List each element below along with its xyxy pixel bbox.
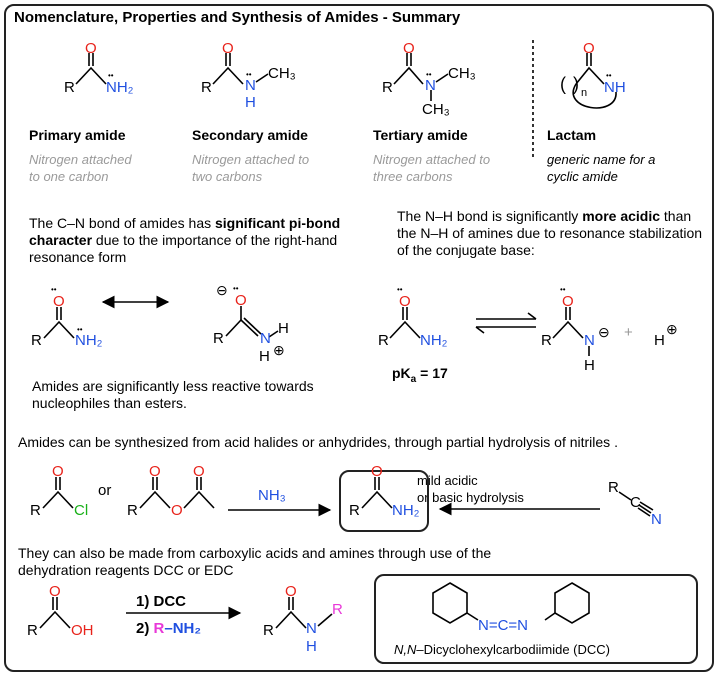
svg-text:H: H [245,94,256,111]
svg-text:2) R–NH₂: 2) R–NH₂ [136,620,201,637]
svg-text:N: N [584,332,595,349]
svg-text:O: O [583,40,595,57]
acidity-intro: The N–H bond is significantly more acidi… [397,208,703,258]
svg-text:O: O [85,40,97,57]
svg-text:CH₃: CH₃ [448,65,476,82]
svg-text:O: O [371,463,383,480]
svg-text:NH₃: NH₃ [258,487,286,504]
svg-text:n: n [581,87,587,99]
resonance-intro: The C–N bond of amides has significant p… [29,215,341,265]
dcc-box [374,574,698,664]
svg-text:O: O [235,292,247,309]
tertiary-amide-desc: Nitrogen attached to three carbons [373,152,491,184]
svg-text:NH: NH [604,79,626,96]
svg-text:H: H [584,357,595,374]
svg-text:OH: OH [71,622,94,639]
svg-text:O: O [52,463,64,480]
svg-text:••: •• [51,285,57,294]
secondary-amide-desc: Nitrogen attached to two carbons [192,152,310,184]
svg-text:NH₂: NH₂ [392,502,420,519]
svg-text:N: N [306,620,317,637]
lactam-desc: generic name for a cyclic amide [547,152,656,184]
page-title: Nomenclature, Properties and Synthesis o… [14,9,461,26]
svg-text:••: •• [606,71,612,80]
svg-text:NH₂: NH₂ [106,79,134,96]
svg-text:): ) [573,74,579,94]
svg-text:N=C=N: N=C=N [478,617,528,634]
svg-text:O: O [53,293,65,310]
svg-text:1) DCC: 1) DCC [136,593,186,610]
svg-text:H: H [654,332,665,349]
svg-text:O: O [222,40,234,57]
svg-text:R: R [332,601,343,618]
svg-text:NH₂: NH₂ [75,332,103,349]
svg-text:NH₂: NH₂ [420,332,448,349]
tertiary-amide-label: Tertiary amide [373,127,468,143]
svg-text:R: R [27,622,38,639]
svg-text:••: •• [233,284,239,293]
svg-text:Cl: Cl [74,502,88,519]
svg-text:⊖: ⊖ [598,324,610,340]
svg-text:O: O [171,502,183,519]
secondary-amide-label: Secondary amide [192,127,308,143]
dehydration-intro: They can also be made from carboxylic ac… [18,545,492,578]
svg-text:N: N [245,77,256,94]
svg-text:••: •• [108,71,114,80]
svg-text:R: R [382,79,393,96]
svg-text:H: H [278,320,289,337]
svg-text:R: R [201,79,212,96]
svg-text:N: N [651,511,662,528]
svg-text:(: ( [560,74,566,94]
svg-text:O: O [193,463,205,480]
summary-panel [4,4,714,672]
svg-text:C: C [630,494,641,511]
svg-text:••: •• [426,70,432,79]
svg-text:R: R [30,502,41,519]
svg-text:O: O [149,463,161,480]
svg-text:CH₃: CH₃ [268,65,296,82]
synthesis-intro: Amides can be synthesized from acid hali… [18,434,618,450]
svg-text:••: •• [246,70,252,79]
svg-text:R: R [608,479,619,496]
svg-text:H: H [306,638,317,655]
svg-text:R: R [263,622,274,639]
svg-text:R: R [349,502,360,519]
svg-text:H: H [259,348,270,365]
svg-text:O: O [399,293,411,310]
svg-text:+: + [624,324,633,341]
svg-text:O: O [285,583,297,600]
svg-text:R: R [378,332,389,349]
svg-text:R: R [213,330,224,347]
svg-text:O: O [562,293,574,310]
dcc-name: N,N–Dicyclohexylcarbodiimide (DCC) [394,642,611,657]
svg-text:CH₃: CH₃ [422,101,450,118]
svg-text:R: R [64,79,75,96]
svg-text:O: O [49,583,61,600]
svg-text:••: •• [397,285,403,294]
svg-text:⊕: ⊕ [666,321,678,337]
svg-text:O: O [403,40,415,57]
lactam-label: Lactam [547,127,597,143]
svg-text:⊖: ⊖ [216,282,228,298]
svg-text:N: N [260,330,271,347]
svg-text:••: •• [77,325,83,334]
svg-text:R: R [31,332,42,349]
svg-text:R: R [127,502,138,519]
svg-text:N: N [425,77,436,94]
reactivity-note: Amides are significantly less reactive t… [32,378,314,411]
primary-amide-label: Primary amide [29,127,126,143]
svg-text:R: R [541,332,552,349]
pka-label: pKa = 17 [392,365,448,385]
svg-text:⊕: ⊕ [273,342,285,358]
svg-text:or: or [98,482,111,499]
primary-amide-desc: Nitrogen attached to one carbon [29,152,132,184]
amide-product-box [339,470,429,532]
svg-text:••: •• [560,285,566,294]
